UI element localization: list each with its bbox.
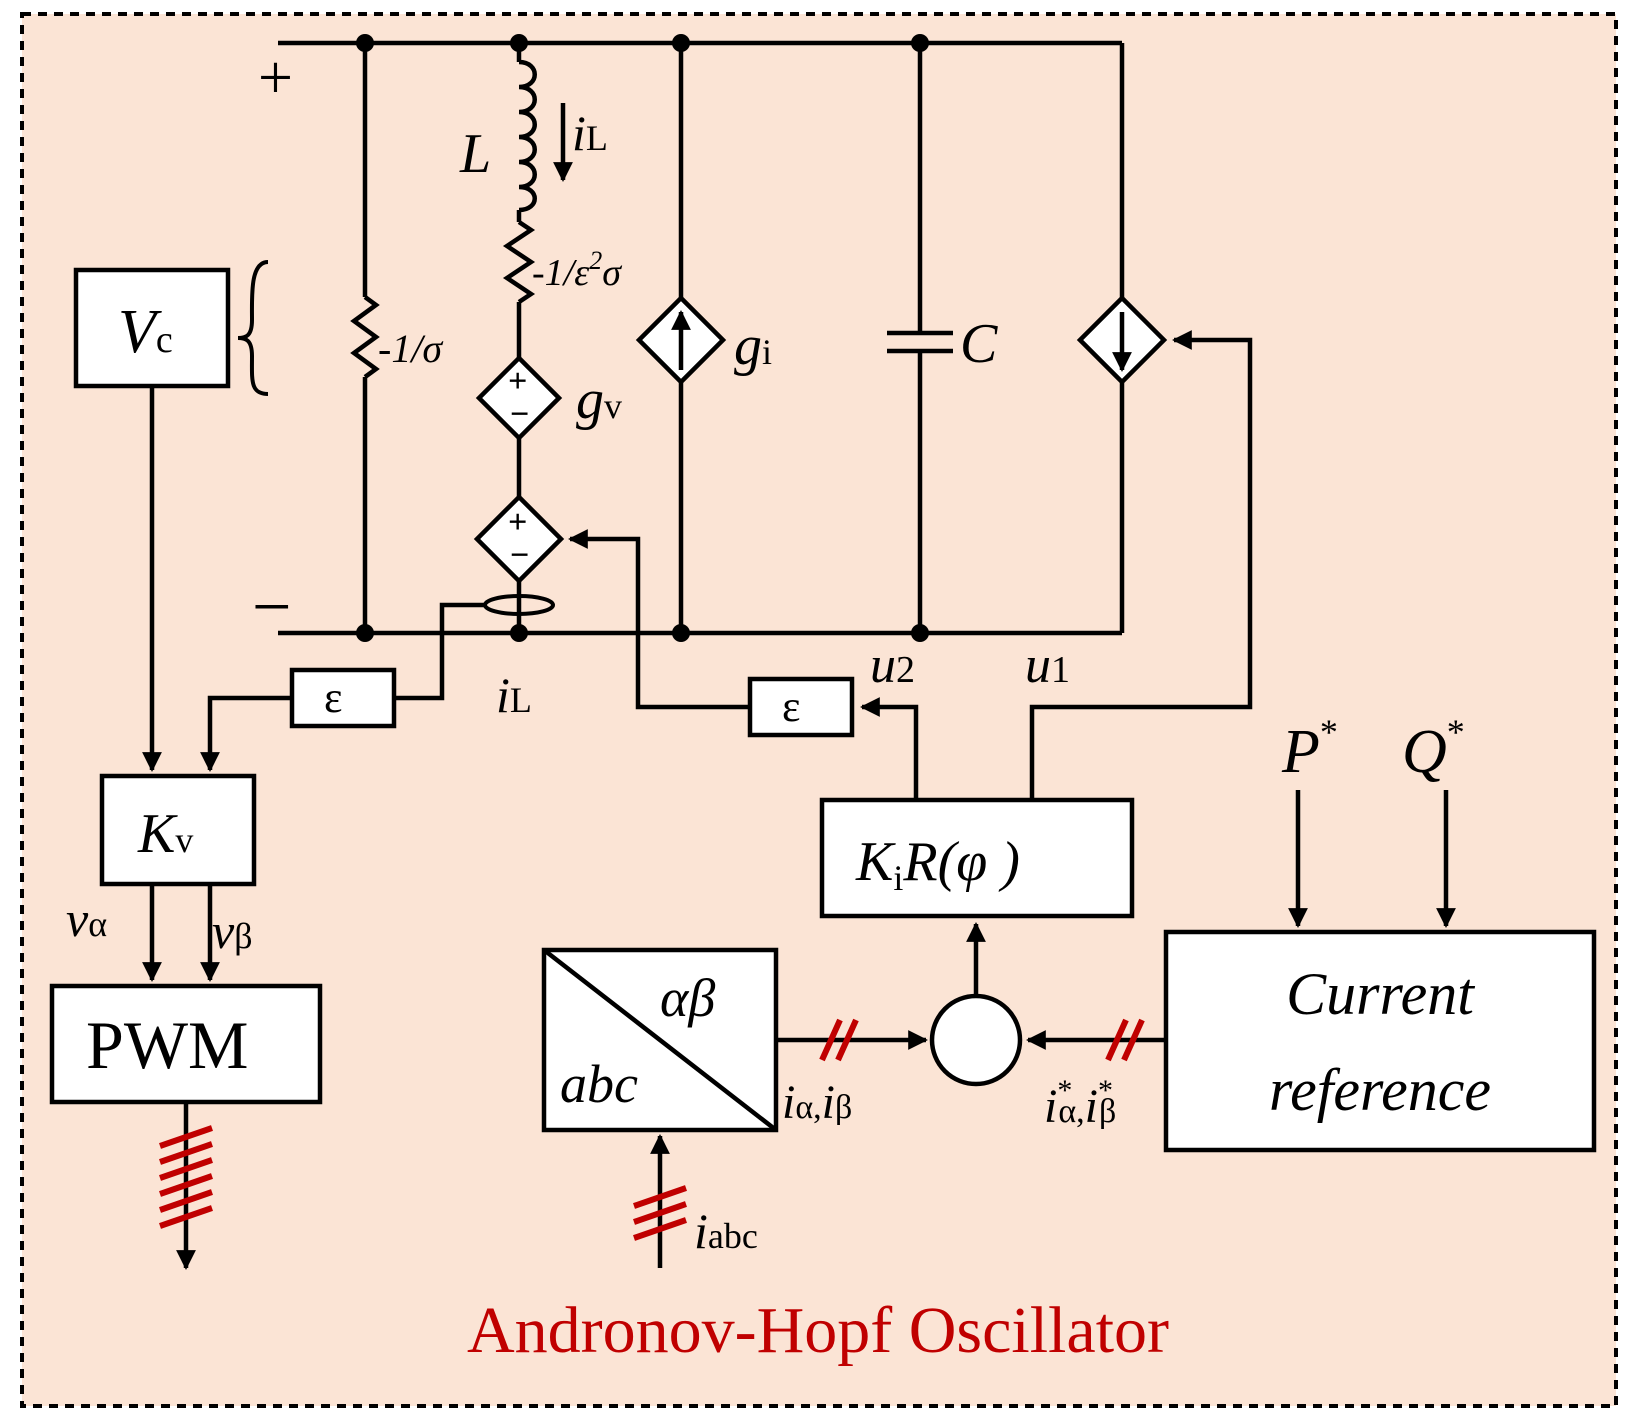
inductor-branch: + − + −	[473, 43, 565, 633]
sensor-to-epsilon-wire	[394, 602, 485, 701]
i-ref-label: i*α,i*β	[1044, 1074, 1116, 1133]
pwm-block	[49, 983, 323, 1105]
capacitor-label: C	[960, 313, 998, 375]
pwm-multiline-marks	[159, 1125, 213, 1229]
v-alpha-label: vα	[66, 891, 107, 947]
u1-source-branch	[1076, 43, 1168, 633]
i-abc-label: iabc	[694, 1203, 758, 1259]
inductor-current-label: iL	[572, 105, 608, 161]
current-reference-line2: reference	[1269, 1057, 1491, 1123]
transform-diagonal	[542, 948, 778, 1132]
epsilon-right-block	[747, 676, 855, 738]
resistor-2	[502, 220, 536, 304]
junction-dots	[356, 34, 929, 642]
transform-top-label: αβ	[660, 968, 715, 1028]
epsilon-left-block	[289, 667, 397, 729]
u1-wire	[1029, 330, 1253, 800]
gi-label: gi	[734, 315, 772, 377]
inductor-label: L	[459, 123, 491, 185]
transform-bottom-label: abc	[560, 1054, 638, 1114]
resistor-1-branch	[350, 43, 380, 633]
pwm-label: PWM	[86, 1007, 248, 1083]
i-ref-multiline-marks	[1105, 1018, 1145, 1062]
gi-branch	[635, 43, 727, 633]
svg-text:+: +	[508, 363, 527, 400]
svg-text:+: +	[508, 504, 527, 541]
epsilon-to-kv-wire	[200, 695, 292, 772]
gv-label: gv	[576, 369, 622, 431]
i-alphabeta-multiline-marks	[819, 1018, 859, 1062]
u2-label: u2	[870, 637, 915, 694]
resistor-1-label: -1/σ	[378, 326, 443, 371]
u2-wire	[860, 697, 919, 800]
v-beta-label: vβ	[212, 903, 253, 959]
p-ref-label: P*	[1281, 712, 1338, 786]
resistor-2-label: -1/ε2σ	[532, 246, 622, 294]
i-alphabeta-label: iα,iβ	[782, 1076, 852, 1129]
i-abc-multiline-marks	[633, 1185, 687, 1241]
kv-block	[99, 773, 257, 887]
epsilon-right-label: ε	[782, 682, 800, 731]
summing-junction	[929, 993, 1023, 1087]
kir-block	[819, 797, 1135, 919]
svg-text:−: −	[510, 537, 529, 574]
kir-label: KiR(φ )	[855, 831, 1020, 898]
u1-label: u1	[1025, 637, 1070, 694]
capacitor-branch	[887, 43, 953, 633]
epsilon-left-label: ε	[324, 673, 342, 722]
epsilon-to-source-wire	[568, 529, 750, 710]
plus-terminal: +	[258, 44, 293, 112]
kv-label: Kv	[137, 803, 193, 865]
vc-brace	[237, 260, 269, 396]
diagram-title: Andronov-Hopf Oscillator	[467, 1294, 1169, 1367]
current-reference-block	[1163, 929, 1597, 1153]
current-reference-line1: Current	[1286, 961, 1475, 1027]
svg-text:−: −	[510, 396, 529, 433]
sensed-current-label: iL	[496, 667, 532, 723]
q-ref-label: Q*	[1402, 712, 1465, 786]
vc-label: Vc	[118, 298, 173, 366]
